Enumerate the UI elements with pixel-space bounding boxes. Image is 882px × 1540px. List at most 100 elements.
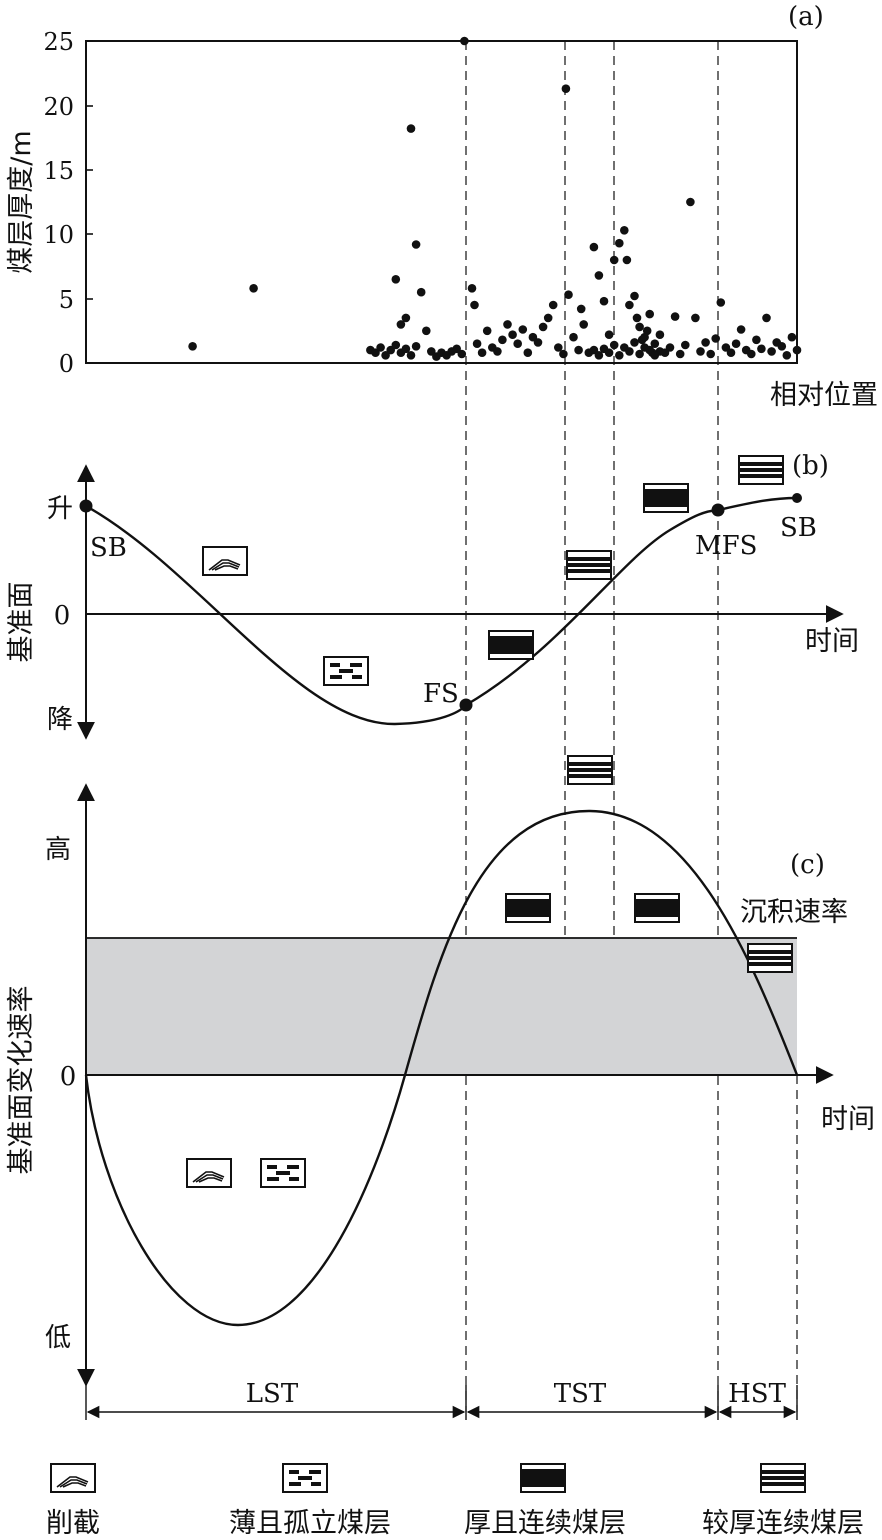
sb-left-point bbox=[79, 499, 93, 513]
scatter-point bbox=[411, 342, 421, 351]
scatter-point bbox=[513, 339, 522, 349]
scatter-point bbox=[249, 284, 258, 293]
scatter-point bbox=[752, 335, 761, 345]
panel-c-y-low: 低 bbox=[45, 1323, 71, 1353]
scatter-point bbox=[411, 240, 421, 249]
scatter-point bbox=[726, 348, 736, 358]
legend-thick-coal-icon bbox=[520, 1463, 566, 1493]
scatter-point bbox=[391, 340, 401, 350]
scatter-point bbox=[554, 343, 563, 352]
mfs-label: MFS bbox=[695, 531, 757, 561]
scatter-point bbox=[460, 36, 469, 46]
scatter-point bbox=[493, 347, 502, 356]
legend-truncation-label: 削截 bbox=[46, 1508, 100, 1539]
boundary-guides bbox=[465, 41, 798, 1412]
panel-b-y-down: 降 bbox=[47, 705, 73, 735]
panel-c-ylabel: 基准面变化速率 bbox=[6, 986, 37, 1175]
thicker-coal-icon bbox=[566, 550, 612, 580]
panel-a-label: (a) bbox=[788, 2, 824, 32]
scatter-point bbox=[406, 124, 416, 133]
scatter-point bbox=[508, 330, 517, 340]
rate-curve bbox=[84, 809, 799, 1327]
scatter-point bbox=[579, 320, 588, 329]
scatter-point bbox=[630, 291, 639, 301]
thicker-coal-icon bbox=[747, 943, 793, 973]
scatter-point bbox=[625, 347, 634, 356]
scatter-point bbox=[640, 332, 649, 342]
panel-b-label: (b) bbox=[792, 451, 829, 481]
scatter-point bbox=[731, 339, 741, 349]
scatter-point bbox=[767, 347, 776, 356]
scatter-point bbox=[523, 348, 533, 358]
sb-right-label: SB bbox=[780, 513, 817, 543]
ytick-15: 15 bbox=[43, 157, 74, 185]
tst-label: TST bbox=[554, 1379, 607, 1409]
scatter-point bbox=[696, 347, 705, 356]
scatter-point bbox=[470, 300, 479, 310]
thick-coal-icon bbox=[643, 483, 689, 513]
panel-a-yticks: 0 5 10 15 20 25 bbox=[43, 28, 93, 378]
thick-coal-icon bbox=[488, 630, 534, 660]
hst-label: HST bbox=[728, 1379, 786, 1409]
scatter-point bbox=[635, 349, 644, 359]
scatter-point bbox=[635, 322, 644, 332]
scatter-point bbox=[625, 300, 634, 310]
lst-label: LST bbox=[246, 1379, 299, 1409]
legend-thicker-label: 较厚连续煤层 bbox=[702, 1508, 864, 1539]
scatter-point bbox=[533, 338, 543, 347]
scatter-point bbox=[396, 320, 406, 329]
scatter-point bbox=[482, 326, 492, 336]
thick-coal-icon bbox=[505, 893, 551, 923]
mfs-point bbox=[711, 503, 725, 517]
scatter-point bbox=[650, 339, 660, 349]
scatter-points bbox=[188, 36, 802, 361]
thin-coal-icon bbox=[323, 656, 369, 686]
thicker-coal-icon bbox=[738, 455, 784, 485]
scatter-point bbox=[574, 345, 583, 355]
scatter-point bbox=[576, 304, 586, 314]
scatter-point bbox=[518, 325, 528, 334]
scatter-point bbox=[498, 335, 507, 345]
panel-a-xlabel: 相对位置 bbox=[770, 380, 878, 411]
scatter-point bbox=[691, 313, 700, 323]
panel-b-xlabel: 时间 bbox=[805, 626, 859, 657]
scatter-point bbox=[622, 255, 632, 265]
scatter-point bbox=[632, 313, 642, 323]
scatter-point bbox=[401, 313, 411, 323]
scatter-point bbox=[604, 330, 614, 340]
scatter-point bbox=[782, 351, 792, 360]
legend-thicker-coal-icon bbox=[760, 1463, 806, 1493]
panel-c-y-zero: 0 bbox=[60, 1062, 77, 1092]
panel-a: (a) 0 5 10 15 20 25 煤层厚度/m 相对位置 bbox=[6, 2, 878, 411]
scatter-point bbox=[681, 340, 690, 350]
scatter-point bbox=[650, 351, 660, 360]
scatter-point bbox=[564, 290, 573, 300]
legend-thin-label: 薄且孤立煤层 bbox=[229, 1508, 391, 1539]
legend-thin-coal-icon bbox=[282, 1463, 328, 1493]
scatter-point bbox=[457, 349, 467, 359]
scatter-point bbox=[599, 296, 609, 306]
scatter-point bbox=[422, 326, 431, 336]
scatter-point bbox=[569, 332, 578, 342]
band-label: 沉积速率 bbox=[740, 897, 848, 928]
panel-b: (b) 升 0 降 基准面 时间 SB FS MFS SB bbox=[6, 451, 859, 740]
scatter-point bbox=[686, 197, 695, 207]
fs-label: FS bbox=[423, 679, 459, 709]
scatter-point bbox=[406, 351, 416, 360]
truncation-icon bbox=[202, 546, 248, 576]
systems-tracts: LST TST HST bbox=[85, 1379, 798, 1420]
panel-c-y-high: 高 bbox=[45, 835, 71, 865]
ytick-20: 20 bbox=[43, 93, 74, 121]
panel-a-frame bbox=[85, 40, 798, 364]
thin-coal-icon bbox=[260, 1158, 306, 1188]
scatter-point bbox=[787, 332, 797, 342]
thicker-coal-icon bbox=[567, 755, 613, 785]
panel-c: (c) 沉积速率 高 0 低 基准面变化速率 时间 bbox=[6, 755, 875, 1387]
scatter-point bbox=[701, 338, 710, 347]
scatter-point bbox=[538, 322, 548, 332]
scatter-point bbox=[645, 309, 654, 319]
scatter-point bbox=[620, 226, 629, 235]
scatter-point bbox=[548, 300, 558, 310]
panel-b-y-up: 升 bbox=[47, 494, 73, 524]
scatter-point bbox=[716, 298, 726, 307]
